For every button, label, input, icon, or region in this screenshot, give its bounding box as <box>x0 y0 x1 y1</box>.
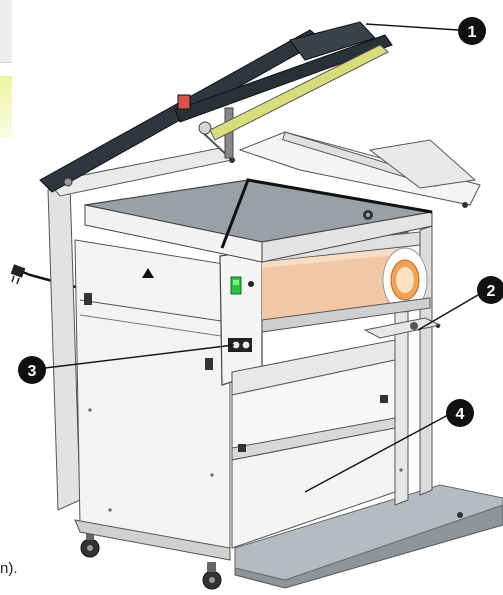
callout-2: 2 <box>477 276 503 304</box>
text-fragment: n). <box>0 560 18 577</box>
callout-4-label: 4 <box>456 406 465 423</box>
lid-arm <box>39 21 393 193</box>
power-switch-icon <box>230 276 242 295</box>
caster-wheel-icon <box>80 530 305 590</box>
warning-triangle-icon <box>142 268 154 278</box>
callout-3-label: 3 <box>28 363 37 380</box>
page-fragment-top <box>0 0 12 63</box>
callout-2-label: 2 <box>487 283 496 300</box>
page-fragment-highlight <box>0 76 12 138</box>
callout-3: 3 <box>18 356 46 384</box>
callout-1-label: 1 <box>468 24 477 41</box>
callout-1: 1 <box>458 17 486 45</box>
callout-4: 4 <box>446 399 474 427</box>
